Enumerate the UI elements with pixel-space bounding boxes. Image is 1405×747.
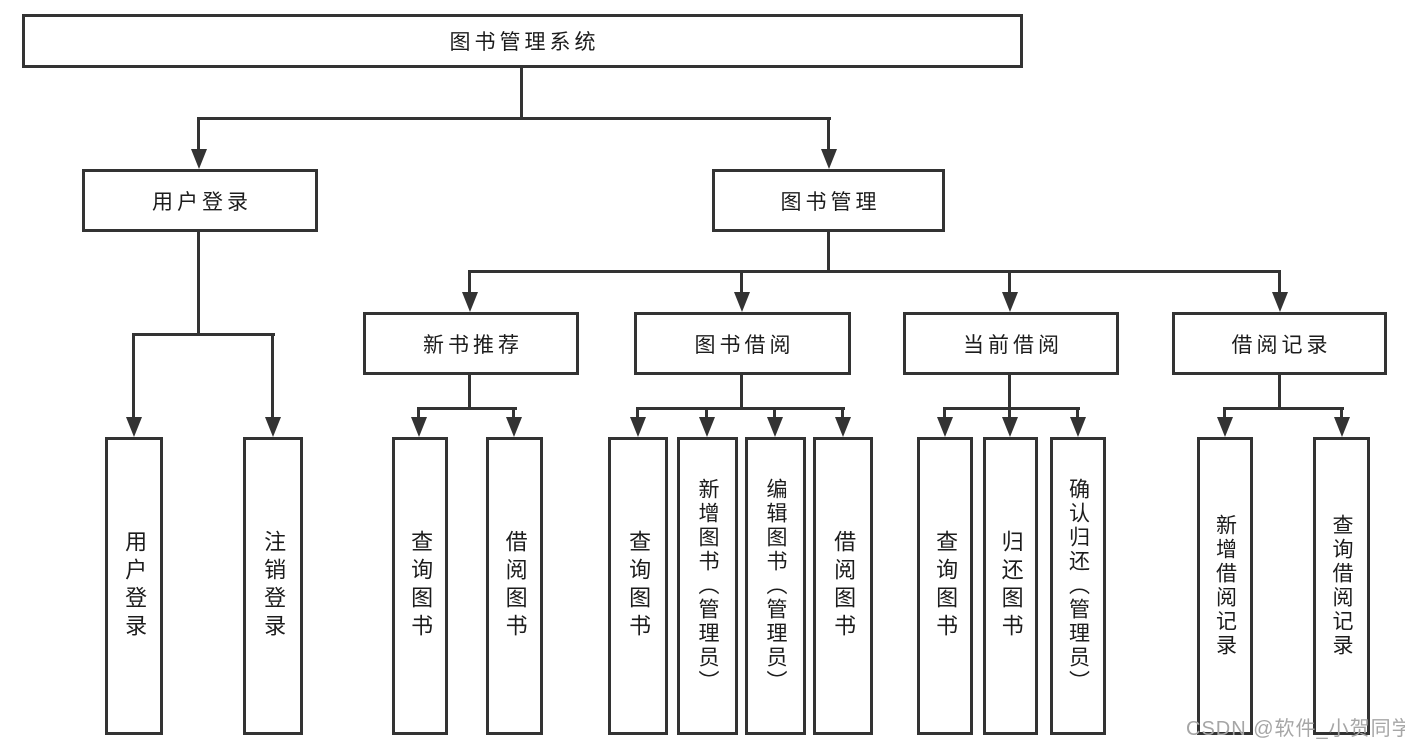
leaf-query-book-borrow: 查询图书 [608, 437, 668, 735]
node-book-borrow: 图书借阅 [634, 312, 851, 375]
node-label: 借阅图书 [831, 530, 857, 642]
node-label: 图书管理系统 [449, 31, 600, 54]
arrow-down-icon [1272, 292, 1288, 312]
connector-line [740, 375, 743, 410]
node-borrow-records: 借阅记录 [1172, 312, 1387, 375]
leaf-query-book-current: 查询图书 [917, 437, 973, 735]
arrow-down-icon [734, 292, 750, 312]
connector-line [197, 232, 200, 336]
leaf-add-borrow-record: 新增借阅记录 [1197, 437, 1253, 735]
connector-line [1008, 375, 1011, 410]
node-root-system: 图书管理系统 [22, 14, 1023, 68]
connector-line [827, 117, 830, 153]
arrow-down-icon [126, 417, 142, 437]
node-label: 查询图书 [933, 530, 959, 642]
leaf-query-book-recommend: 查询图书 [392, 437, 448, 735]
arrow-down-icon [1002, 292, 1018, 312]
node-label: 确认归还（管理员） [1066, 478, 1090, 694]
node-label: 用户登录 [152, 190, 252, 214]
connector-line [1008, 407, 1011, 421]
connector-line [271, 333, 274, 421]
arrow-down-icon [411, 417, 427, 437]
node-label: 用户登录 [122, 530, 148, 642]
connector-line [1278, 270, 1281, 296]
node-book-management: 图书管理 [712, 169, 945, 232]
arrow-down-icon [630, 417, 646, 437]
connector-line [132, 333, 135, 421]
leaf-query-borrow-record: 查询借阅记录 [1313, 437, 1370, 735]
arrow-down-icon [1002, 417, 1018, 437]
connector-line [468, 270, 1281, 273]
leaf-logout: 注销登录 [243, 437, 303, 735]
connector-line [520, 68, 523, 118]
node-label: 查询借阅记录 [1330, 514, 1354, 658]
connector-line [512, 407, 515, 421]
node-label: 图书管理 [780, 190, 881, 214]
connector-line [1223, 407, 1344, 410]
connector-line [1278, 375, 1281, 410]
connector-line [1076, 407, 1079, 421]
node-user-login: 用户登录 [82, 169, 318, 232]
connector-line [417, 407, 420, 421]
node-label: 查询图书 [408, 530, 434, 642]
connector-line [417, 407, 517, 410]
leaf-borrow-book-recommend: 借阅图书 [486, 437, 543, 735]
node-label: 新书推荐 [423, 333, 523, 357]
node-new-book-recommend: 新书推荐 [363, 312, 579, 375]
connector-line [197, 117, 831, 120]
leaf-edit-book-admin: 编辑图书（管理员） [745, 437, 806, 735]
leaf-add-book-admin: 新增图书（管理员） [677, 437, 738, 735]
arrow-down-icon [767, 417, 783, 437]
node-label: 新增图书（管理员） [696, 478, 720, 694]
csdn-watermark: CSDN @软件_小贺同学 [1186, 718, 1405, 740]
node-label: 借阅记录 [1231, 333, 1332, 357]
connector-line [841, 407, 844, 421]
node-label: 当前借阅 [963, 333, 1063, 357]
arrow-down-icon [1334, 417, 1350, 437]
arrow-down-icon [1070, 417, 1086, 437]
arrow-down-icon [265, 417, 281, 437]
connector-line [197, 117, 200, 153]
arrow-down-icon [462, 292, 478, 312]
leaf-return-book: 归还图书 [983, 437, 1038, 735]
node-label: 归还图书 [998, 530, 1024, 642]
arrow-down-icon [835, 417, 851, 437]
connector-line [943, 407, 1080, 410]
connector-line [773, 407, 776, 421]
connector-line [827, 232, 830, 273]
connector-line [705, 407, 708, 421]
node-label: 借阅图书 [502, 530, 528, 642]
connector-line [468, 375, 471, 410]
node-label: 查询图书 [626, 530, 652, 642]
leaf-user-login: 用户登录 [105, 437, 163, 735]
connector-line [740, 270, 743, 296]
connector-line [132, 333, 275, 336]
node-label: 编辑图书（管理员） [764, 478, 788, 694]
connector-line [1340, 407, 1343, 421]
node-label: 注销登录 [261, 530, 287, 642]
arrow-down-icon [506, 417, 522, 437]
leaf-borrow-book: 借阅图书 [813, 437, 873, 735]
node-current-borrow: 当前借阅 [903, 312, 1119, 375]
node-label: 新增借阅记录 [1213, 514, 1237, 658]
arrow-down-icon [1217, 417, 1233, 437]
connector-line [636, 407, 845, 410]
connector-line [468, 270, 471, 296]
connector-line [1223, 407, 1226, 421]
connector-line [636, 407, 639, 421]
arrow-down-icon [699, 417, 715, 437]
connector-line [1008, 270, 1011, 296]
arrow-down-icon [821, 149, 837, 169]
arrow-down-icon [191, 149, 207, 169]
leaf-confirm-return-admin: 确认归还（管理员） [1050, 437, 1106, 735]
arrow-down-icon [937, 417, 953, 437]
connector-line [943, 407, 946, 421]
node-label: 图书借阅 [694, 333, 795, 357]
